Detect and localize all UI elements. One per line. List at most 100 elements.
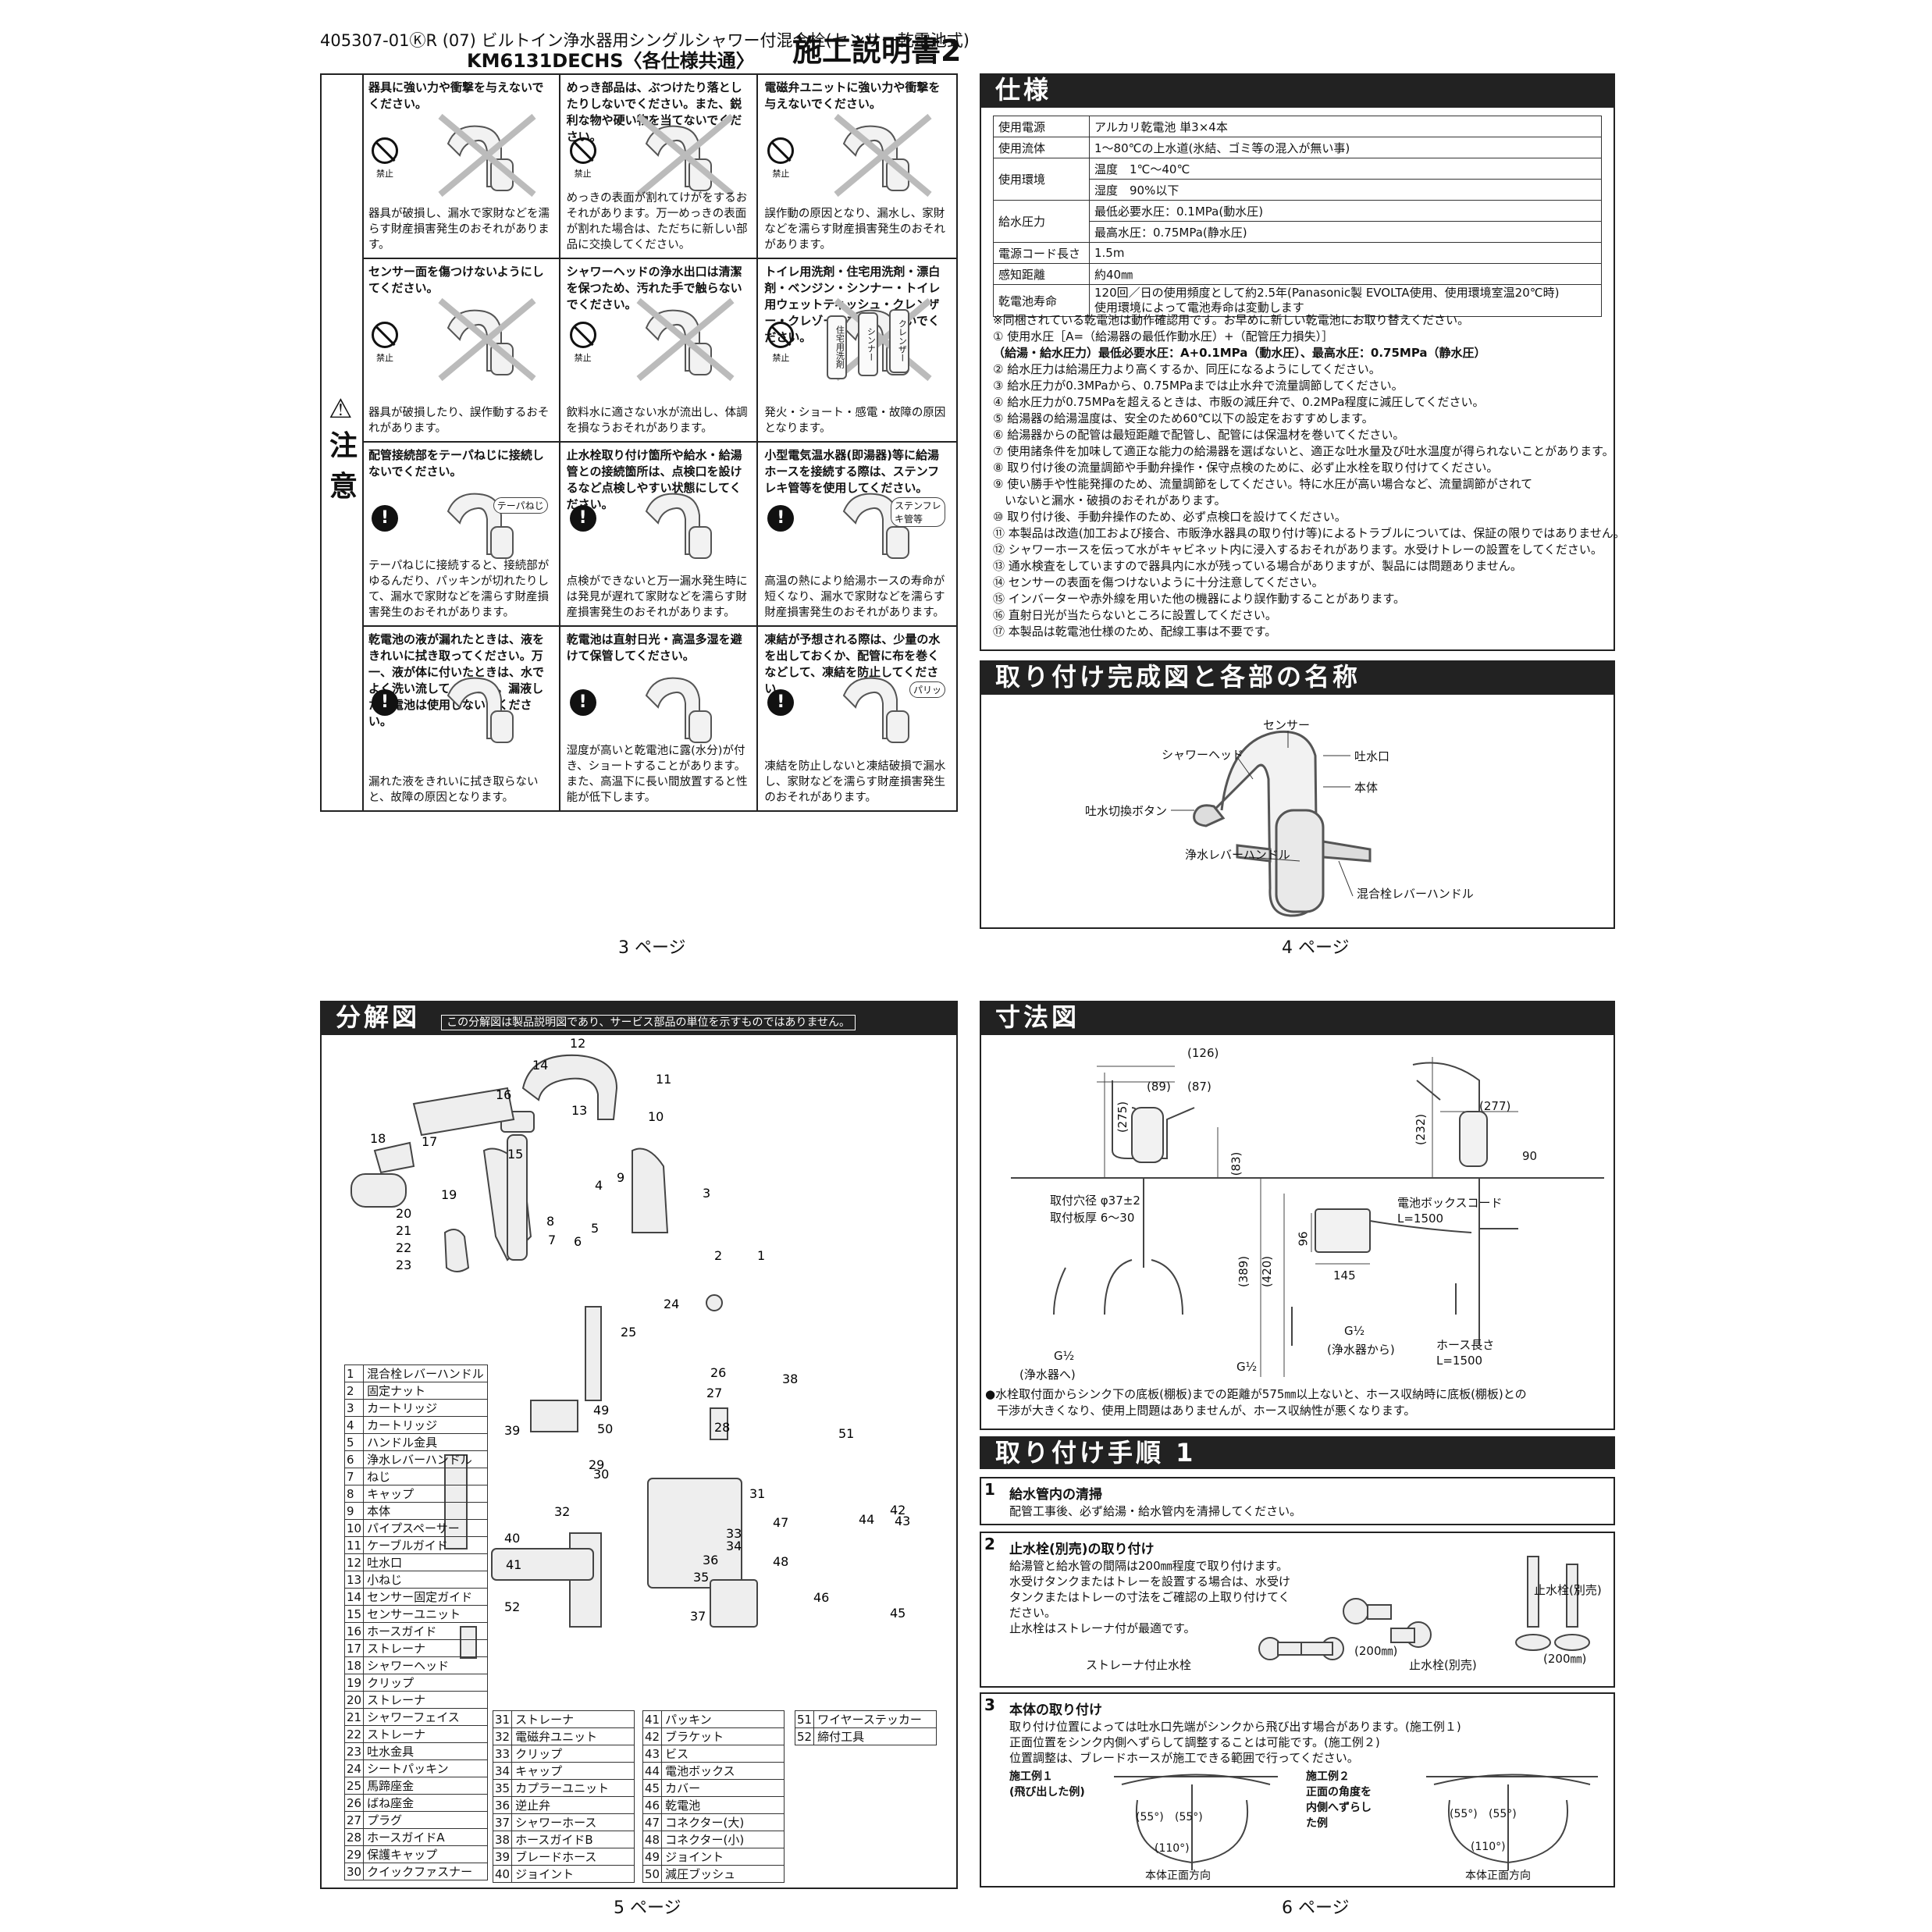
part-callout: 30 xyxy=(593,1467,609,1482)
part-callout: 20 xyxy=(396,1206,411,1221)
spec-value: アルカリ乾電池 単3×4本 xyxy=(1089,116,1602,137)
spec-value: 1.5m xyxy=(1089,242,1602,264)
spec-key: 使用電源 xyxy=(993,116,1090,137)
label-hose-length: ホース長さ xyxy=(1436,1338,1495,1352)
dim-87: (87) xyxy=(1187,1080,1212,1094)
part-callout: 29 xyxy=(589,1457,604,1472)
part-number: 3 xyxy=(343,1399,365,1417)
part-callout: 1 xyxy=(757,1248,765,1263)
part-number: 39 xyxy=(492,1848,513,1866)
part-callout: 38 xyxy=(782,1372,798,1386)
part-callout: 49 xyxy=(593,1403,609,1418)
part-callout: 24 xyxy=(664,1297,679,1311)
step-text: 給湯管と給水管の間隔は200㎜程度で取り付けます。 xyxy=(1009,1559,1289,1573)
part-callout: 42 xyxy=(890,1503,906,1517)
label-shower-head: シャワーヘッド xyxy=(1162,748,1244,762)
step-title: 給水管内の清掃 xyxy=(1009,1487,1102,1503)
part-name: クリップ xyxy=(511,1745,635,1763)
part-callout: 36 xyxy=(703,1553,718,1567)
part-name: ホースガイドA xyxy=(363,1828,488,1846)
dim-420: (420) xyxy=(1260,1255,1275,1288)
part-number: 17 xyxy=(343,1639,365,1657)
caution-heading: 電磁弁ユニットに強い力や衝撃を与えないでください。 xyxy=(764,80,941,111)
part-callout: 28 xyxy=(714,1420,730,1435)
caution-body: 高温の熱により給湯ホースの寿命が短くなり、漏水で家財などを濡らす財産損害発生のお… xyxy=(764,575,945,619)
caution-illustration xyxy=(645,677,712,743)
angle-label: (55°) xyxy=(1175,1811,1203,1823)
caution-body: 飲料水に適さない水が流出し、体調を損なうおそれがあります。 xyxy=(566,407,748,435)
spec-value: 使用環境によって電池寿命は変動します xyxy=(1094,301,1304,315)
part-name: ストレーナ xyxy=(363,1691,488,1709)
prohibition-label: 禁止 xyxy=(772,352,790,363)
part-name: センサー固定ガイド xyxy=(363,1588,488,1606)
dimensions-title: 寸法図 xyxy=(980,1001,1615,1034)
part-callout: 22 xyxy=(396,1240,411,1255)
prohibition-label: 禁止 xyxy=(376,169,393,179)
dim-277: (277) xyxy=(1479,1099,1511,1113)
part-callout: 47 xyxy=(773,1515,788,1530)
part-callout: 32 xyxy=(554,1504,570,1519)
example-1-sub: (飛び出した例) xyxy=(1009,1786,1085,1799)
dim-232: (232) xyxy=(1414,1113,1429,1146)
part-number: 8 xyxy=(343,1485,365,1503)
spec-key: 感知距離 xyxy=(993,263,1090,285)
part-number: 29 xyxy=(343,1845,365,1863)
part-name: パイプスペーサー xyxy=(363,1519,488,1537)
prohibition-icon xyxy=(569,137,596,164)
caution-body: 誤作動の原因となり、漏水し、家財などを濡らす財産損害発生のおそれがあります。 xyxy=(764,207,946,251)
part-name: 電池ボックス xyxy=(661,1762,785,1780)
part-name: 吐水口 xyxy=(363,1553,488,1571)
label-switch-button: 吐水切換ボタン xyxy=(1085,804,1168,818)
part-number: 1 xyxy=(343,1364,365,1382)
angle-label: (55°) xyxy=(1450,1808,1478,1820)
caution-illustration xyxy=(834,113,932,197)
procedure-title: 取り付け手順 1 xyxy=(980,1436,1615,1469)
part-name: ばね座金 xyxy=(363,1794,488,1812)
dim-90: 90 xyxy=(1522,1149,1538,1163)
caution-body: 発火・ショート・感電・故障の原因となります。 xyxy=(764,407,946,435)
part-number: 33 xyxy=(492,1745,513,1763)
step-2: 2 止水栓(別売)の取り付け 給湯管と給水管の間隔は200㎜程度で取り付けます。… xyxy=(980,1532,1615,1688)
part-callout: 13 xyxy=(571,1103,587,1118)
part-callout: 41 xyxy=(506,1557,521,1572)
part-number: 46 xyxy=(642,1796,663,1814)
part-name: ブラケット xyxy=(661,1727,785,1745)
caution-label: 注意 xyxy=(329,430,358,503)
part-number: 45 xyxy=(642,1779,663,1797)
dim-389: (389) xyxy=(1236,1255,1251,1288)
illustration-callout: パリッ xyxy=(909,681,945,698)
part-name: 吐水金具 xyxy=(363,1742,488,1760)
part-callout: 3 xyxy=(703,1186,710,1201)
illustration-callout: テーパねじ xyxy=(493,497,548,514)
part-name: カバー xyxy=(661,1779,785,1797)
caution-body: テーパねじに接続すると、接続部がゆるんだり、パッキンが切れたりして、漏水で家財な… xyxy=(368,559,550,619)
mandatory-icon: ! xyxy=(372,505,398,532)
spec-key: 使用環境 xyxy=(993,158,1090,201)
part-callout: 50 xyxy=(597,1421,613,1436)
caution-cell: 小型電気温水器(即湯器)等に給湯ホースを接続する際は、ステンフレキ管等を使用して… xyxy=(758,443,956,627)
part-number: 41 xyxy=(642,1710,663,1728)
page-number: 6 ページ xyxy=(1282,1898,1350,1918)
caution-panel: ⚠ 注意 器具に強い力や衝撃を与えないでください。禁止器具が破損し、漏水で家財な… xyxy=(320,73,958,812)
caution-cell: 乾電池の液が漏れたときは、液をきれいに拭き取ってください。万一、液が体に付いたと… xyxy=(362,626,560,810)
part-callout: 21 xyxy=(396,1223,411,1238)
exploded-diagram: 1234567891011121314151617181920212223242… xyxy=(350,1036,910,1659)
part-number: 16 xyxy=(343,1622,365,1640)
part-number: 52 xyxy=(794,1727,815,1745)
